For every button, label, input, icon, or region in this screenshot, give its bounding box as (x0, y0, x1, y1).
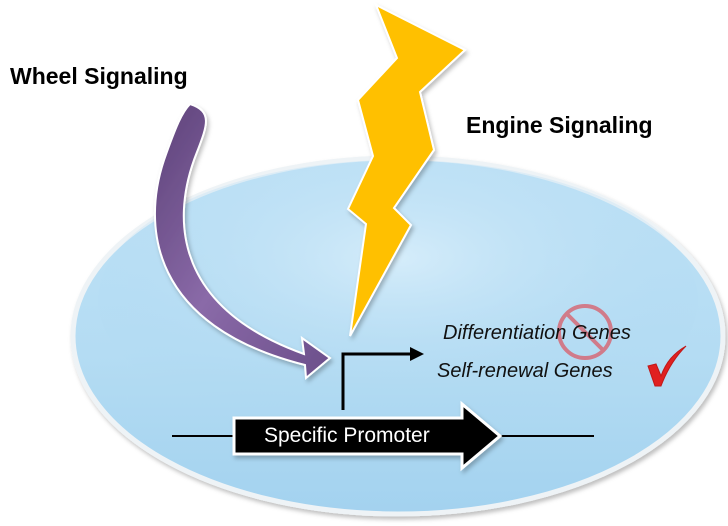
specific-promoter-label: Specific Promoter (264, 424, 430, 447)
promoter-arrow (232, 400, 503, 472)
self-renewal-genes-label: Self-renewal Genes (437, 360, 613, 382)
check-mark-icon (647, 345, 687, 387)
no-sign-icon (557, 304, 613, 360)
differentiation-genes-label: Differentiation Genes (443, 322, 631, 344)
cell-highlight (98, 160, 698, 440)
lightning-bolt-icon (346, 2, 467, 337)
curved-arrow-icon (153, 102, 332, 381)
bent-arrow-icon (341, 347, 424, 410)
wheel-signaling-label: Wheel Signaling (10, 63, 188, 89)
engine-signaling-label: Engine Signaling (466, 112, 653, 138)
